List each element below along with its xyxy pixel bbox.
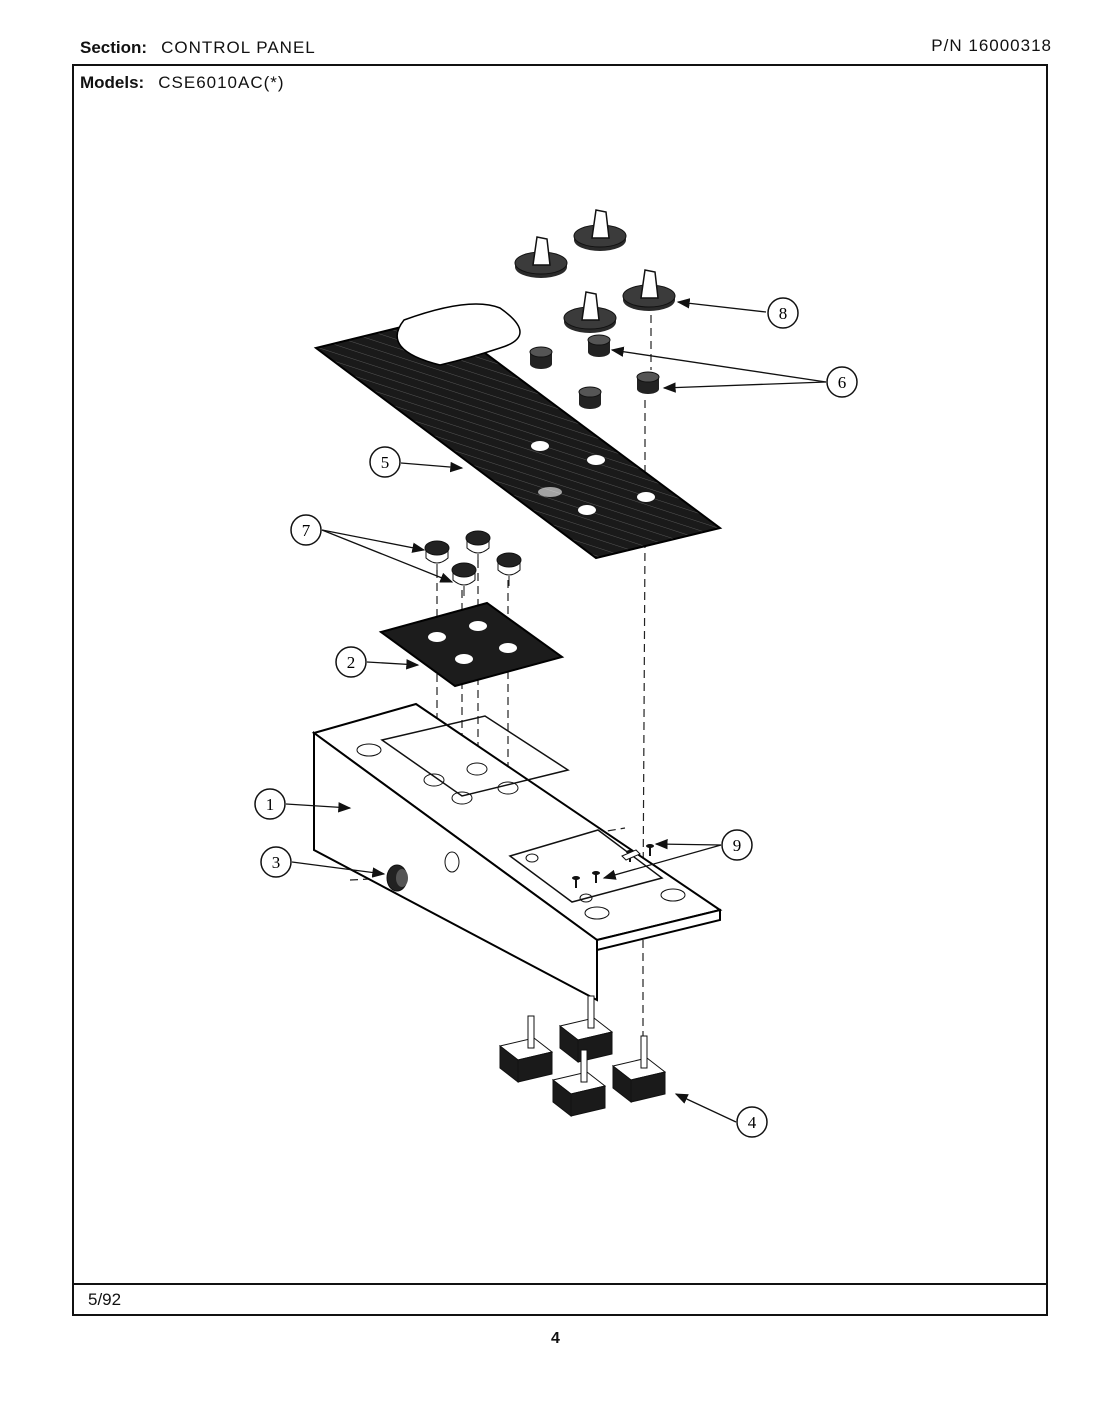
infinite-switch: [551, 1049, 607, 1118]
control-knobs-group: [514, 209, 676, 333]
svg-text:2: 2: [347, 653, 356, 672]
models-heading: Models: CSE6010AC(*): [80, 73, 285, 93]
push-button: [496, 552, 522, 586]
screw: [646, 844, 654, 856]
spacer-bushing: [587, 334, 611, 357]
panel-hole: [578, 505, 596, 515]
callout-1: 1: [254, 788, 286, 820]
button-plate: [378, 601, 565, 688]
screws-group: [572, 844, 654, 888]
svg-text:1: 1: [266, 795, 275, 814]
screw: [572, 876, 580, 888]
spacer-bushing: [529, 346, 553, 369]
callout-8: 8: [767, 297, 799, 329]
models-label: Models:: [80, 73, 145, 92]
infinite-switch: [498, 1015, 554, 1084]
callout-6: 6: [826, 366, 858, 398]
page-number: 4: [551, 1330, 560, 1347]
infinite-switch: [558, 995, 614, 1064]
spacer-bushing: [578, 386, 602, 409]
spacer-bushing: [636, 371, 660, 394]
section-label: Section:: [80, 38, 148, 57]
svg-text:4: 4: [748, 1113, 757, 1132]
spacer-bushings-group: [529, 334, 660, 409]
part-number: P/N 16000318: [931, 36, 1052, 55]
callout-4: 4: [736, 1106, 768, 1138]
callout-5: 5: [369, 446, 401, 478]
control-knob: [514, 236, 568, 278]
callout-2: 2: [335, 646, 367, 678]
panel-hole: [538, 487, 562, 497]
leader-lines: [285, 298, 827, 1123]
svg-text:6: 6: [838, 373, 847, 392]
models-value: CSE6010AC(*): [158, 73, 285, 92]
svg-text:5: 5: [381, 453, 390, 472]
infinite-switches-group: [498, 995, 667, 1118]
svg-text:9: 9: [733, 836, 742, 855]
panel-hole: [531, 441, 549, 451]
section-heading: Section: CONTROL PANEL: [80, 38, 316, 58]
screw: [592, 871, 600, 883]
indicator-lens: [386, 864, 408, 892]
svg-text:7: 7: [302, 521, 311, 540]
revision-date: 5/92: [88, 1290, 122, 1309]
callout-9: 9: [721, 829, 753, 861]
control-knob: [573, 209, 627, 251]
control-knob: [563, 291, 617, 333]
footer-divider: [72, 1283, 1048, 1285]
control-knob: [622, 269, 676, 311]
callout-3: 3: [260, 846, 292, 878]
panel-hole: [637, 492, 655, 502]
push-buttons-group: [424, 530, 522, 596]
callout-7: 7: [290, 514, 322, 546]
section-value: CONTROL PANEL: [161, 38, 316, 57]
push-button: [465, 530, 491, 564]
screw: [621, 849, 641, 861]
infinite-switch: [611, 1035, 667, 1104]
push-button: [424, 540, 450, 574]
control-panel-trim: [313, 303, 723, 560]
svg-text:3: 3: [272, 853, 281, 872]
panel-hole: [587, 455, 605, 465]
page-frame: [72, 64, 1048, 1316]
control-panel-housing: [311, 702, 723, 1002]
push-button: [451, 562, 477, 596]
svg-text:8: 8: [779, 304, 788, 323]
